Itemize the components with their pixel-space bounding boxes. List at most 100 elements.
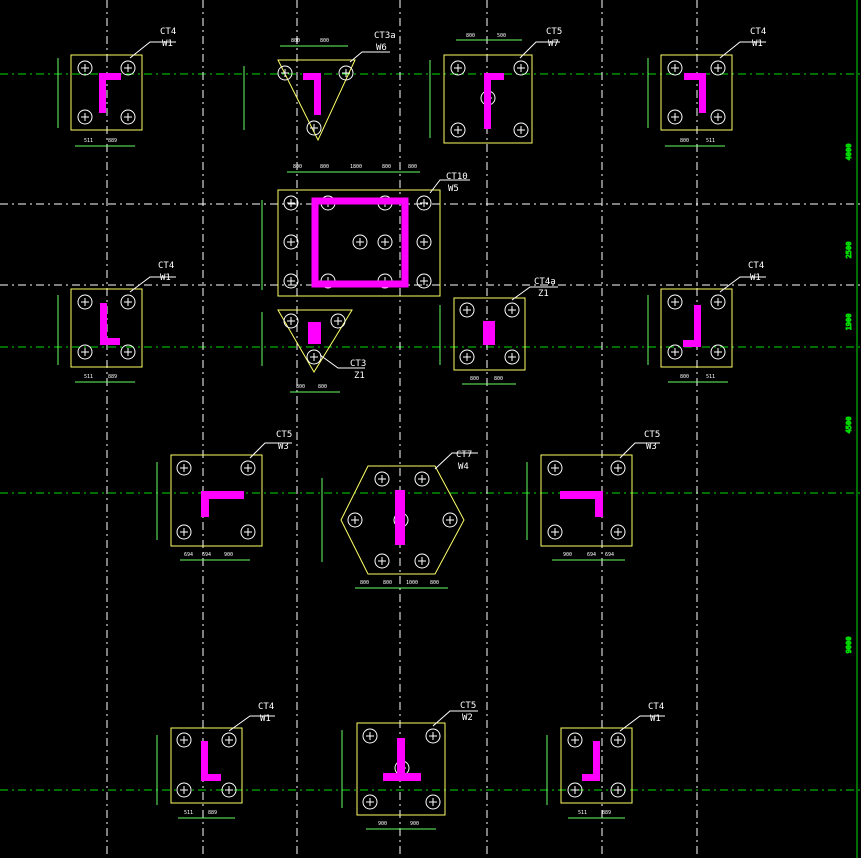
- pile-group: [347, 471, 458, 569]
- pile-circle: [450, 60, 466, 76]
- pile-circle: [667, 60, 683, 76]
- pile-circle: [306, 120, 322, 136]
- pile-circle: [176, 732, 192, 748]
- dim-text: 800: [296, 384, 305, 390]
- pile-circle: [547, 460, 563, 476]
- cap-sub: W1: [752, 39, 763, 49]
- column-section: [308, 322, 321, 344]
- pile-cap-ct7[interactable]: CT7 W4 800 800 1000 800: [321, 450, 478, 589]
- pile-circle: [610, 460, 626, 476]
- dim-text: 800: [494, 376, 503, 382]
- column-section: [484, 73, 504, 80]
- pile-cap-ct4-2[interactable]: CT4 W1 800 511: [647, 27, 766, 147]
- pile-cap-ct4-6[interactable]: CT4 W1 511 889: [546, 702, 665, 819]
- cap-name: CT4: [160, 27, 176, 37]
- cap-name: CT5: [644, 430, 660, 440]
- pile-cap-ct3a[interactable]: CT3a W6 800 800: [243, 31, 396, 142]
- column-section: [595, 491, 603, 517]
- pile-circle: [120, 109, 136, 125]
- leader-line: [319, 354, 365, 369]
- dim-text: 694: [587, 552, 596, 558]
- column-section: [483, 321, 495, 345]
- dim-text: 1800: [350, 164, 362, 170]
- cap-sub: W6: [376, 43, 387, 53]
- dim-4000: 4000: [845, 144, 853, 161]
- leader-line: [719, 41, 766, 59]
- pile-cap-ct5-w7[interactable]: CT5 W7 800 500: [429, 27, 562, 144]
- cap-sub: W1: [750, 273, 761, 283]
- pile-circle: [547, 524, 563, 540]
- pile-circle: [377, 234, 393, 250]
- pile-circle: [504, 302, 520, 318]
- cap-sub: W3: [646, 442, 657, 452]
- pile-circle: [306, 349, 322, 365]
- cap-name: CT4: [258, 702, 274, 712]
- column-section: [201, 774, 221, 781]
- pile-cap-ct4a[interactable]: CT4a Z1 800 800: [439, 277, 558, 385]
- cap-sub: W5: [448, 184, 459, 194]
- pile-group: [667, 60, 726, 125]
- pile-circle: [414, 553, 430, 569]
- pile-circle: [221, 782, 237, 798]
- pile-group: [277, 65, 354, 136]
- dim-text: 511: [184, 810, 193, 816]
- dim-text: 800: [360, 580, 369, 586]
- dim-text: 694: [605, 552, 614, 558]
- pile-circle: [416, 234, 432, 250]
- pile-cap-ct5-w3-left[interactable]: CT5 W3 694 694 900: [156, 430, 292, 561]
- cap-name: CT4: [750, 27, 766, 37]
- pile-cap-ct4-1[interactable]: CT4 W1 511 889: [57, 27, 176, 147]
- pile-cap-ct4-3[interactable]: CT4 W1 511 889: [57, 261, 176, 383]
- column-section: [311, 197, 409, 288]
- cap-outline: [277, 189, 441, 297]
- pile-group: [283, 313, 346, 365]
- dim-text: 511: [84, 138, 93, 144]
- cap-outline: [660, 288, 733, 368]
- dim-text: 800: [383, 580, 392, 586]
- column-section: [303, 73, 321, 80]
- pile-cap-ct5-w3-right[interactable]: CT5 W3 900 694 694: [526, 430, 660, 561]
- column-section: [699, 73, 706, 113]
- pile-circle: [338, 65, 354, 81]
- cap-sub: Z1: [354, 371, 365, 381]
- cap-outline: [443, 54, 533, 144]
- pile-circle: [120, 60, 136, 76]
- pile-cap-ct5-w2[interactable]: CT5 W2 900 900: [341, 701, 478, 830]
- pile-cap-ct4-5[interactable]: CT4 W1 511 889: [156, 702, 275, 819]
- pile-group: [176, 732, 237, 798]
- column-section: [100, 303, 107, 345]
- cap-sub: Z1: [538, 289, 549, 299]
- pile-circle: [425, 728, 441, 744]
- pile-circle: [567, 732, 583, 748]
- dim-text: 694: [202, 552, 211, 558]
- column-section: [560, 491, 603, 499]
- column-section: [395, 490, 405, 545]
- dim-text: 800: [430, 580, 439, 586]
- column-section: [397, 738, 405, 780]
- dim-text: 800: [320, 164, 329, 170]
- pile-circle: [442, 512, 458, 528]
- pile-circle: [567, 782, 583, 798]
- cap-name: CT4: [748, 261, 764, 271]
- dim-text: 800: [470, 376, 479, 382]
- dim-text: 889: [208, 810, 217, 816]
- cap-name: CT5: [460, 701, 476, 711]
- leader-line: [129, 276, 176, 293]
- pile-circle: [414, 471, 430, 487]
- cap-outline: [660, 54, 733, 131]
- pile-circle: [710, 344, 726, 360]
- pile-cap-ct3[interactable]: CT3 Z1 800 800: [261, 309, 366, 393]
- dim-text: 900: [378, 821, 387, 827]
- dim-text: 800: [680, 138, 689, 144]
- cap-name: CT7: [456, 450, 472, 460]
- pile-cap-ct10[interactable]: CT10 W5 800 800 1800 800 800: [261, 164, 470, 297]
- dim-text: 511: [706, 374, 715, 380]
- pile-circle: [362, 728, 378, 744]
- cap-outline: [356, 722, 446, 816]
- pile-circle: [710, 109, 726, 125]
- pile-cap-ct4-4[interactable]: CT4 W1 800 511: [647, 261, 766, 383]
- pile-circle: [176, 782, 192, 798]
- pile-circle: [710, 294, 726, 310]
- pile-circle: [283, 273, 299, 289]
